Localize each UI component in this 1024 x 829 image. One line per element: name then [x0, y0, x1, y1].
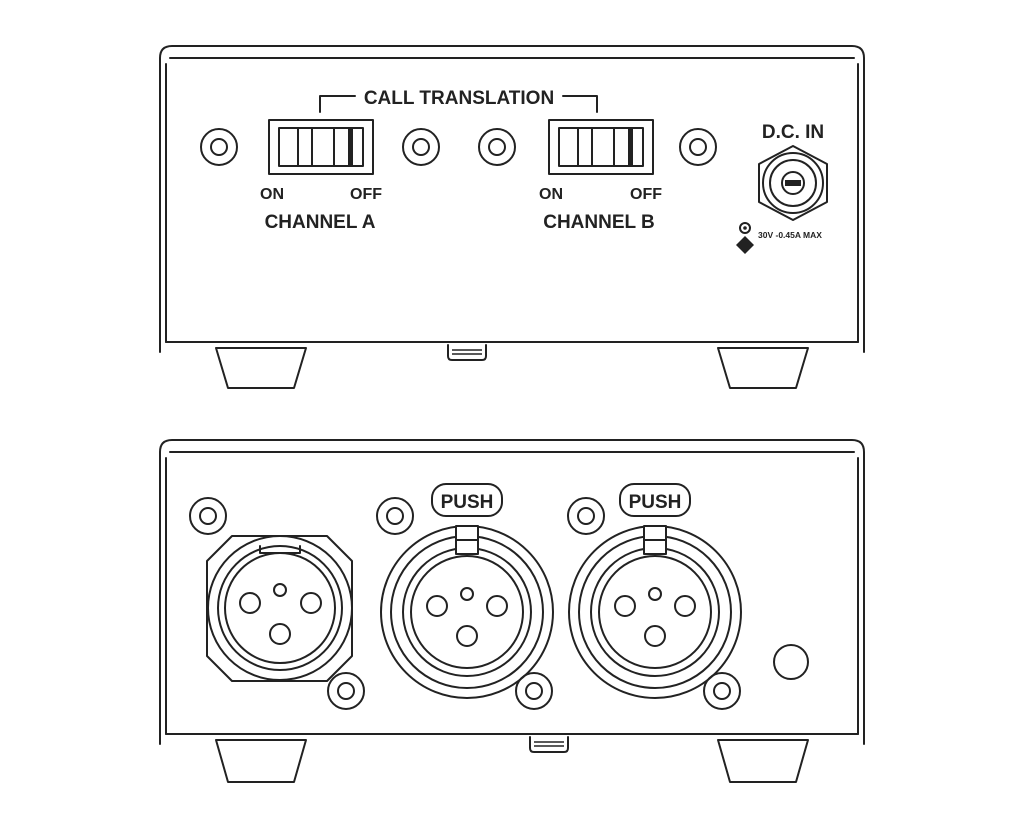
rear-screw-5: [515, 672, 553, 710]
rear-enclosure-outline: [159, 439, 865, 745]
front-enclosure-outline: [159, 45, 865, 353]
rear-panel: PUSH PUSH: [159, 439, 865, 783]
rear-screw-4: [327, 672, 365, 710]
channel-a-switch[interactable]: [268, 119, 374, 175]
rear-enclosure-sides: [165, 457, 859, 735]
push-latch-1[interactable]: [431, 483, 503, 555]
indicator-hole: [773, 644, 809, 680]
rear-bottom-screw: [529, 736, 569, 753]
channel-a-on-label: ON: [260, 186, 284, 203]
channel-b-on-label: ON: [539, 186, 563, 203]
rear-foot-right: [717, 739, 809, 783]
xlr-male-connector[interactable]: [206, 535, 353, 682]
channel-b-off-label: OFF: [630, 186, 662, 203]
rear-screw-1: [189, 497, 227, 535]
dc-rating-label: 30V -0.45A MAX: [758, 230, 822, 240]
channel-b-switch[interactable]: [548, 119, 654, 175]
push-label-1: PUSH: [441, 492, 494, 513]
front-enclosure-sides: [165, 63, 859, 343]
front-screw-4: [679, 128, 717, 166]
channel-a-label: CHANNEL A: [265, 212, 376, 233]
front-bottom-screw: [447, 344, 487, 361]
call-translation-label: CALL TRANSLATION: [364, 88, 554, 109]
rear-screw-6: [703, 672, 741, 710]
front-screw-3: [478, 128, 516, 166]
rear-screw-2: [376, 497, 414, 535]
dc-in-label: D.C. IN: [762, 122, 824, 143]
front-screw-1: [200, 128, 238, 166]
push-label-2: PUSH: [629, 492, 682, 513]
push-latch-2[interactable]: [619, 483, 691, 555]
rear-screw-3: [567, 497, 605, 535]
call-translation-bracket: [319, 95, 598, 113]
front-panel: CALL TRANSLATION ON OFF CHANNEL A ON OFF…: [159, 45, 865, 389]
channel-b-label: CHANNEL B: [543, 212, 655, 233]
rear-foot-left: [215, 739, 307, 783]
front-foot-left: [215, 347, 307, 389]
front-foot-right: [717, 347, 809, 389]
dc-polarity-icon: [736, 222, 754, 254]
front-screw-2: [402, 128, 440, 166]
dc-in-jack[interactable]: [758, 145, 828, 221]
channel-a-off-label: OFF: [350, 186, 382, 203]
